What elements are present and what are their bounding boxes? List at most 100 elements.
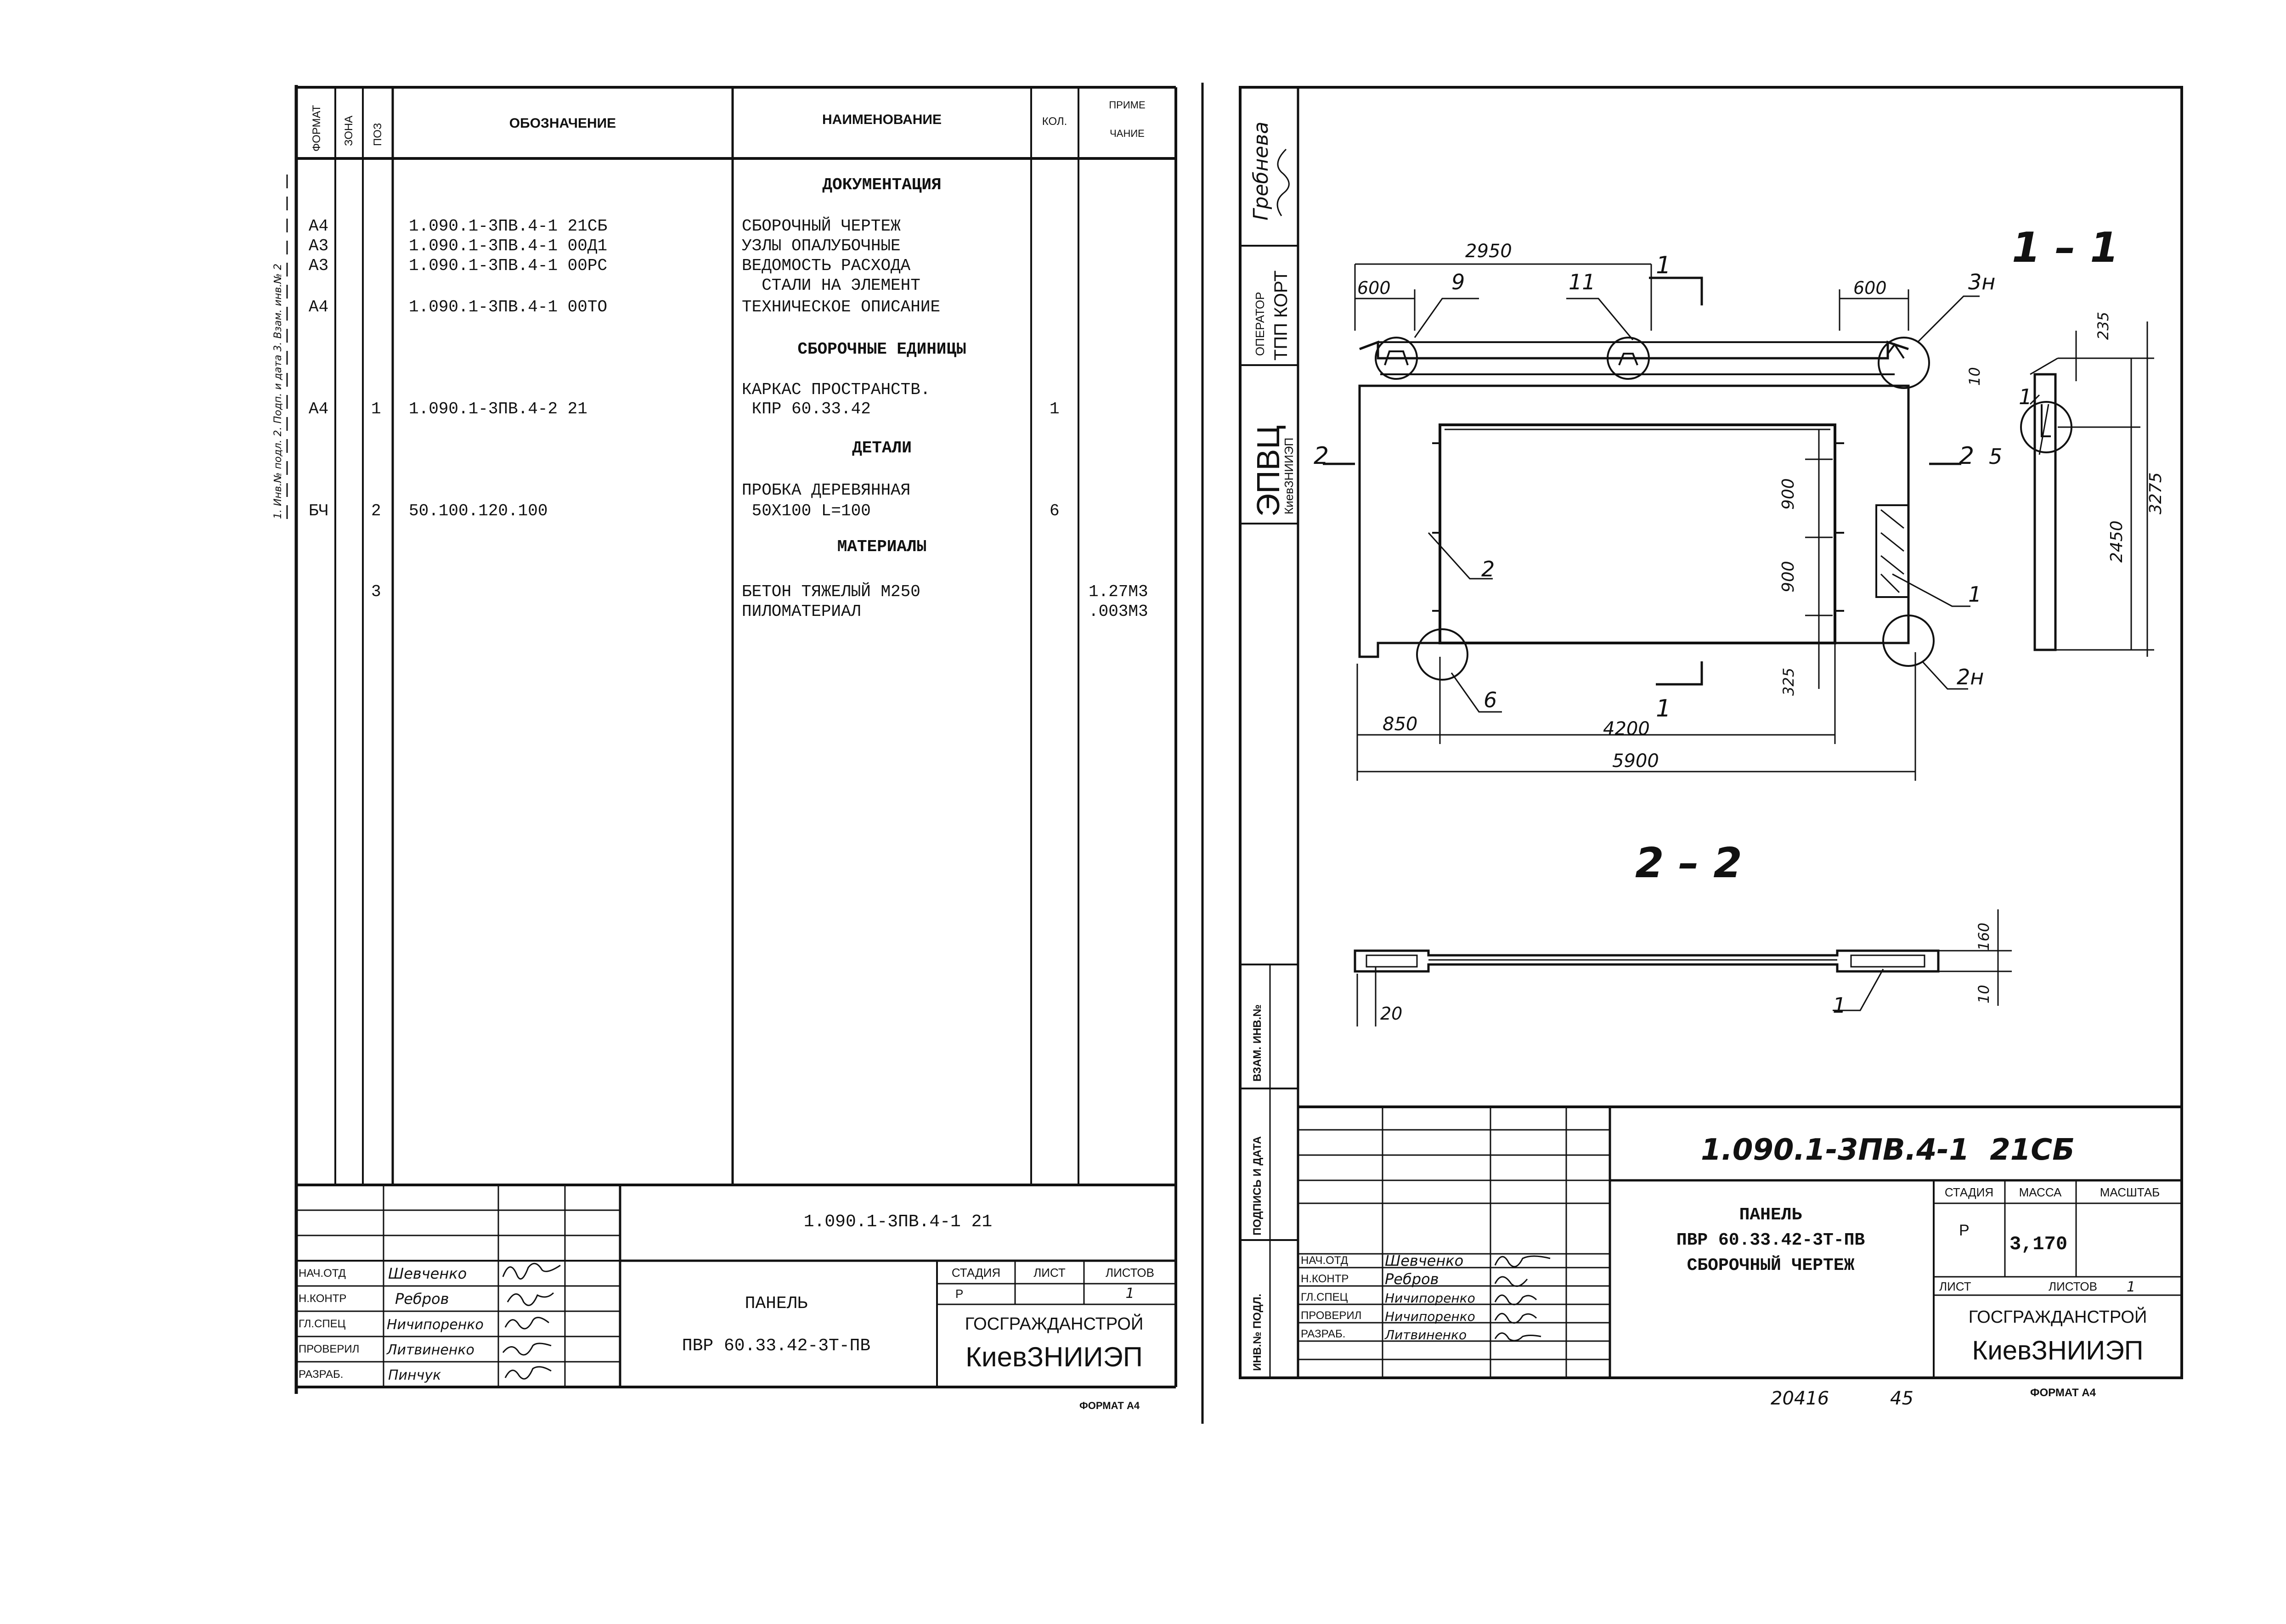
cell-designation: 1.090.1-3ПВ.4-2 21: [409, 400, 587, 418]
dimension: 20: [1380, 1004, 1402, 1024]
cell-qty: 1: [1050, 400, 1060, 418]
signer-name: Ничипоренко: [387, 1317, 484, 1333]
org-name: ГОСГРАЖДАНСТРОЙ: [1969, 1306, 2147, 1327]
role-label: ГЛ.СПЕЦ: [1301, 1291, 1348, 1303]
cell-name: БЕТОН ТЯЖЕЛЫЙ М250: [742, 582, 920, 601]
stamp-operator-label: ОПЕРАТОР: [1253, 292, 1267, 356]
stamp-author: Гребнева: [1249, 122, 1273, 220]
dimension: 600: [1357, 278, 1391, 298]
title-line-3: СБОРОЧНЫЙ ЧЕРТЕЖ: [1687, 1255, 1855, 1275]
side-stamp-text: 1. Инв.№ подл. 2. Подп. и дата 3. Взам. …: [272, 264, 284, 519]
stage-value: Р: [955, 1287, 963, 1301]
cell-format: БЧ: [309, 502, 328, 520]
cell-pos: 3: [371, 582, 381, 601]
right-sheet: [1239, 86, 2183, 1379]
dimension: 5900: [1612, 750, 1659, 772]
signature: [1494, 1276, 1528, 1287]
dimension: 600: [1853, 278, 1887, 298]
signature: [504, 1366, 552, 1380]
org-name: ГОСГРАЖДАНСТРОЙ: [965, 1313, 1144, 1334]
signer-name: Литвиненко: [1384, 1327, 1467, 1342]
header-name: НАИМЕНОВАНИЕ: [822, 112, 942, 127]
dimension: 325: [1780, 668, 1797, 696]
header-designation: ОБОЗНАЧЕНИЕ: [509, 116, 616, 131]
stage-header: СТАДИЯ: [952, 1266, 1000, 1280]
header-pos: ПОЗ: [372, 123, 384, 146]
signature: [504, 1317, 549, 1330]
section-1-1-labels: 1 – 1 2950 600 600 235 10 900 900 325 32…: [1314, 224, 2165, 772]
position-mark: 2н: [1957, 665, 1984, 689]
cell-pos: 2: [371, 502, 381, 520]
role-label: РАЗРАБ.: [1301, 1328, 1345, 1340]
role-label: НАЧ.ОТД: [299, 1267, 346, 1280]
title-line-1: ПАНЕЛЬ: [1739, 1205, 1802, 1225]
cell-name: КАРКАС ПРОСТРАНСТВ.: [742, 380, 930, 399]
cut-mark: 2: [1959, 442, 1974, 470]
dimension: 2950: [1465, 241, 1512, 262]
position-mark: 1: [2019, 384, 2032, 409]
position-mark: 9: [1451, 270, 1465, 294]
section-title: МАТЕРИАЛЫ: [837, 537, 926, 556]
signature: [1276, 148, 1290, 216]
signature: [1494, 1294, 1537, 1306]
signature: [502, 1342, 552, 1356]
stamp-epvc: ЭПВЦ: [1250, 425, 1286, 517]
cell-name: 50Х100 L=100: [742, 502, 871, 520]
cell-format: А3: [309, 256, 328, 275]
cell-pos: 1: [371, 400, 381, 418]
position-mark: 5: [1989, 444, 2002, 469]
cell-name: ТЕХНИЧЕСКОЕ ОПИСАНИЕ: [742, 298, 940, 316]
role-label: ПРОВЕРИЛ: [299, 1343, 359, 1355]
cell-format: А4: [309, 400, 328, 418]
footer-code: 20416: [1771, 1388, 1829, 1409]
signature: [507, 1292, 554, 1306]
doc-code: 1.090.1-3ПВ.4-1 21СБ: [1701, 1133, 2075, 1167]
scale-header: МАСШТАБ: [2100, 1185, 2160, 1199]
signer-name: Шевченко: [1385, 1252, 1463, 1269]
org-institute: КиевЗНИИЭП: [965, 1342, 1143, 1372]
cell-note: .003М3: [1089, 602, 1148, 621]
sheets-value: 1: [1125, 1286, 1134, 1302]
signer-name: Пинчук: [388, 1367, 441, 1383]
dimension: 10: [1975, 985, 1992, 1004]
role-label: Н.КОНТР: [1301, 1273, 1349, 1285]
position-mark: 1: [1968, 582, 1981, 607]
cell-designation: 1.090.1-3ПВ.4-1 00РС: [409, 256, 607, 275]
signature: [1494, 1313, 1537, 1324]
header-format: ФОРМАТ: [310, 105, 323, 152]
mass-header: МАССА: [2019, 1185, 2062, 1199]
position-mark: 6: [1484, 688, 1497, 712]
role-label: ПРОВЕРИЛ: [1301, 1309, 1361, 1322]
sheets-header: ЛИСТОВ: [1106, 1266, 1154, 1280]
section-title: ДЕТАЛИ: [852, 439, 912, 457]
cell-designation: 1.090.1-3ПВ.4-1 00ТО: [409, 298, 607, 316]
cell-format: А3: [309, 237, 328, 255]
header-note-1: ПРИМЕ: [1109, 99, 1145, 111]
cell-name: ВЕДОМОСТЬ РАСХОДА: [742, 256, 911, 275]
title-line-1: ПАНЕЛЬ: [745, 1294, 808, 1314]
dimension: 2450: [2107, 520, 2126, 563]
mass-value: 3,170: [2009, 1233, 2067, 1255]
left-title-block: 1.090.1-3ПВ.4-1 21 НАЧ.ОТД Н.КОНТР ГЛ.СП…: [299, 1212, 1154, 1411]
signer-name: Шевченко: [388, 1265, 467, 1282]
dimension: 850: [1383, 714, 1417, 735]
footer-page: 45: [1890, 1388, 1913, 1409]
section-2-2-labels: 2 – 2 160 10 20 1: [1380, 839, 1992, 1024]
cell-note: 1.27М3: [1089, 582, 1148, 601]
role-label: ГЛ.СПЕЦ: [299, 1318, 346, 1330]
cut-mark: 1: [1656, 695, 1671, 722]
left-header: ФОРМАТ ЗОНА ПОЗ ОБОЗНАЧЕНИЕ НАИМЕНОВАНИЕ…: [310, 99, 1146, 152]
dimension: 235: [2094, 312, 2112, 340]
dimension: 900: [1779, 478, 1798, 510]
dimension: 160: [1975, 923, 1992, 951]
cell-format: А4: [309, 217, 328, 236]
header-qty: КОЛ.: [1042, 115, 1067, 128]
position-mark: 2: [1481, 557, 1495, 581]
dimension: 4200: [1603, 718, 1650, 739]
cell-name: КПР 60.33.42: [742, 400, 871, 418]
format-note: ФОРМАТ А4: [1079, 1400, 1140, 1411]
cell-name: ПРОБКА ДЕРЕВЯННАЯ: [742, 481, 910, 500]
signer-name: Ребров: [395, 1290, 449, 1308]
cell-designation: 50.100.120.100: [409, 502, 548, 520]
